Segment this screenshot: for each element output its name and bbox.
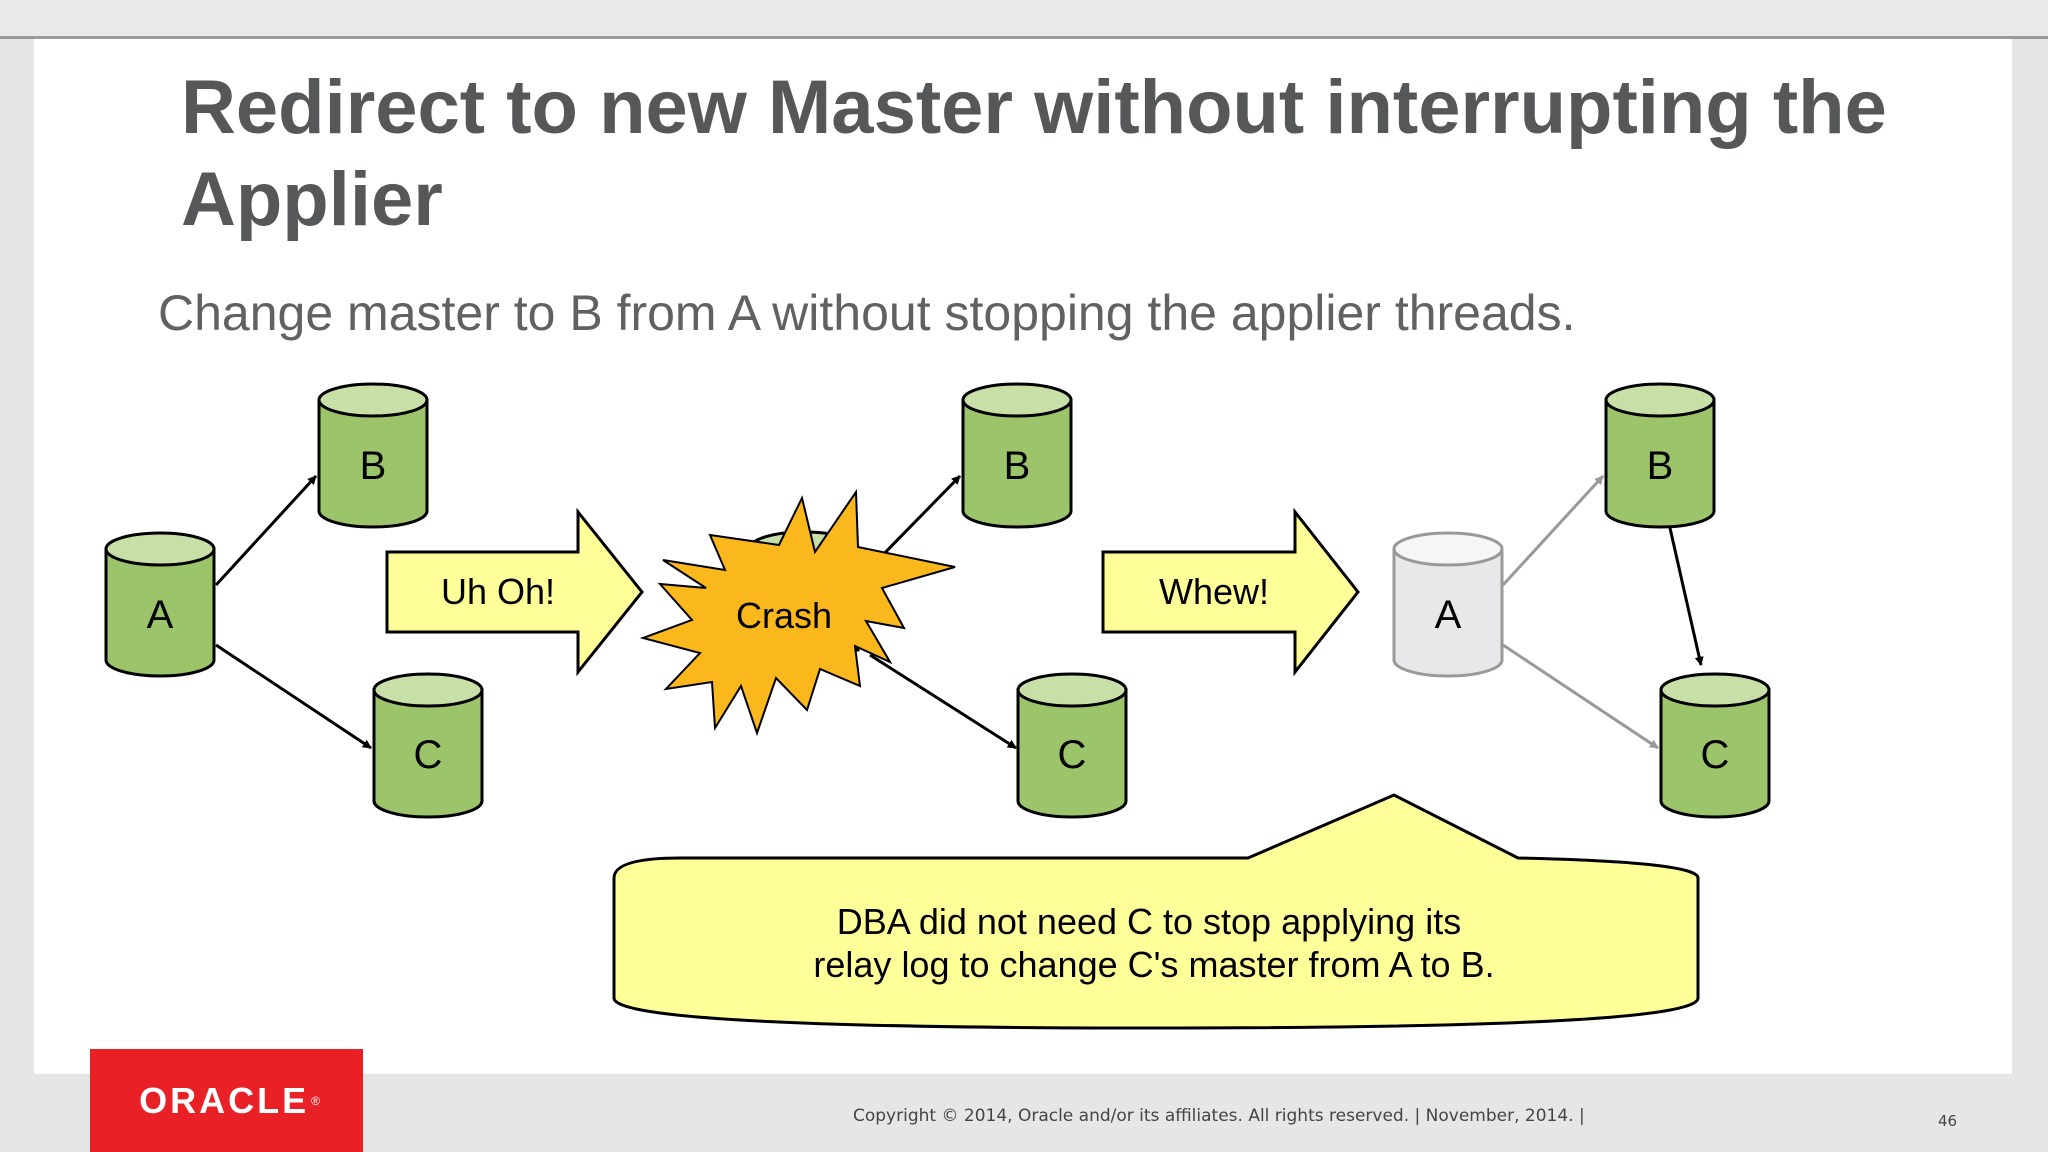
right-edge <box>2012 39 2048 1074</box>
database-b-label: B <box>1004 444 1031 488</box>
arrow-b-to-c <box>1668 527 1704 666</box>
database-b-cylinder: B <box>961 382 1073 529</box>
database-c-label: C <box>1058 733 1087 777</box>
page-number: 46 <box>1938 1112 1958 1130</box>
database-a-cylinder: A <box>104 531 216 678</box>
database-a-label: A <box>1435 593 1462 637</box>
database-b-cylinder: B <box>1604 382 1716 529</box>
callout-bubble: DBA did not need C to stop applying its … <box>612 793 1700 1030</box>
database-b-label: B <box>1647 444 1674 488</box>
stage-2: B C Crash <box>639 382 1128 819</box>
arrow-a-to-c <box>215 643 372 750</box>
registered-mark-icon: ® <box>311 1093 320 1108</box>
stage-1: A B C <box>104 382 484 819</box>
transition-arrow-2: Whew! <box>1101 507 1360 677</box>
top-bar <box>0 0 2048 39</box>
oracle-logo: ORACLE® <box>90 1049 363 1152</box>
database-b-label: B <box>360 444 387 488</box>
database-c-label: C <box>414 733 443 777</box>
copyright-text: Copyright © 2014, Oracle and/or its affi… <box>853 1106 1585 1126</box>
crash-starburst: Crash <box>639 488 956 737</box>
database-c-cylinder: C <box>1659 672 1771 819</box>
arrow-crashed-to-c <box>869 653 1017 750</box>
callout-line-2: relay log to change C's master from A to… <box>813 944 1494 985</box>
transition-arrow-1: Uh Oh! <box>385 507 644 677</box>
slide-subtitle: Change master to B from A without stoppi… <box>158 285 1576 341</box>
database-b-cylinder: B <box>317 382 429 529</box>
database-c-cylinder: C <box>1016 672 1128 819</box>
slide-title: Redirect to new Master without interrupt… <box>181 62 1931 246</box>
transition-arrow-1-label: Uh Oh! <box>441 571 555 612</box>
database-c-cylinder: C <box>372 672 484 819</box>
arrow-a-to-c-grey <box>1502 643 1659 750</box>
title-line-1: Redirect to new Master without interrupt… <box>181 65 1887 150</box>
database-c-label: C <box>1701 733 1730 777</box>
stage-3: A B C <box>1392 382 1771 819</box>
title-line-2: Applier <box>181 157 443 242</box>
arrow-a-to-b-grey <box>1501 474 1605 587</box>
database-a-label: A <box>147 593 174 637</box>
callout-line-1: DBA did not need C to stop applying its <box>837 901 1461 942</box>
database-a-grey-cylinder: A <box>1392 531 1504 678</box>
oracle-logo-text: ORACLE <box>139 1079 310 1121</box>
arrow-a-to-b <box>214 474 318 587</box>
transition-arrow-2-label: Whew! <box>1159 571 1269 612</box>
crash-label: Crash <box>736 595 832 636</box>
